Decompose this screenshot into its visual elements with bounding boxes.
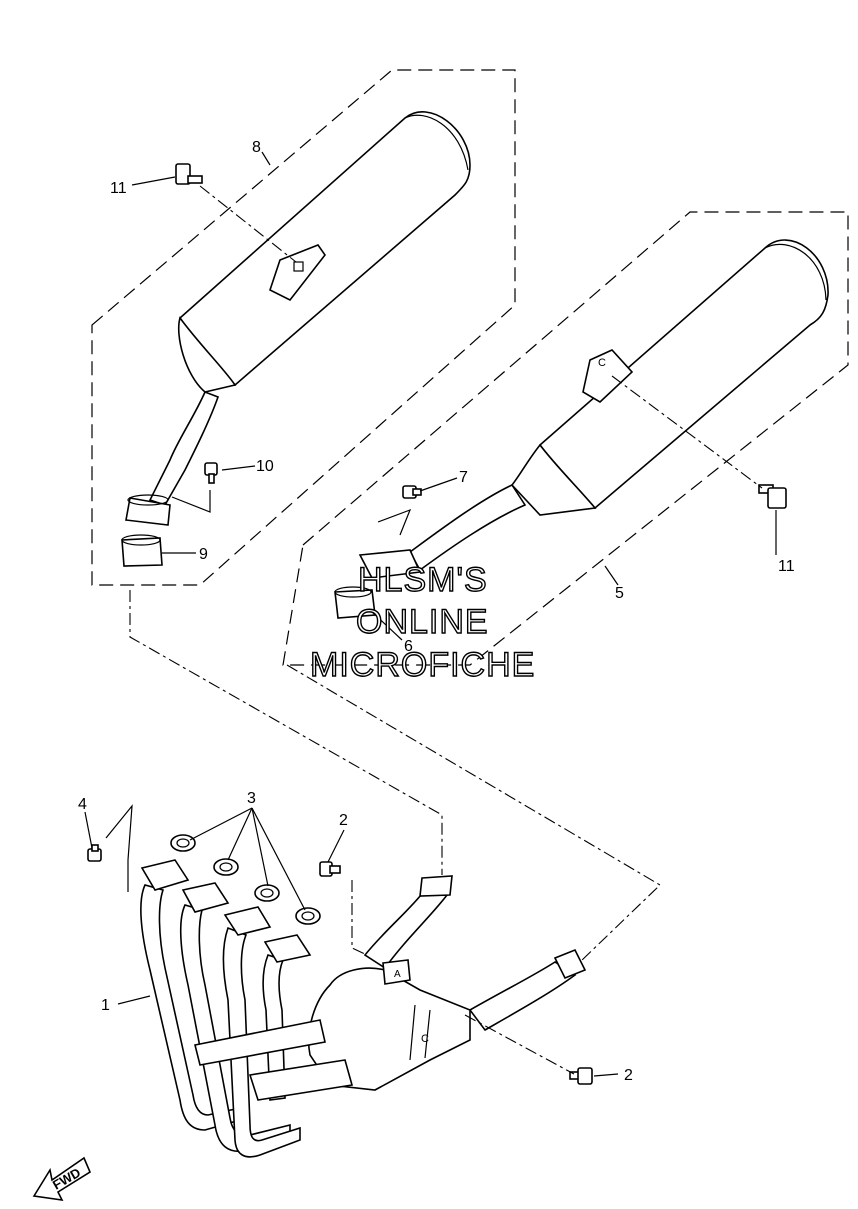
callout-5: 5: [615, 585, 624, 602]
bolt-11-right[interactable]: [758, 484, 787, 509]
callout-2-upper: 2: [339, 812, 348, 829]
watermark-line1: HLSM'S: [358, 561, 488, 599]
gaskets-3[interactable]: [170, 834, 321, 925]
watermark-line3: MICROFICHE: [310, 646, 535, 684]
assembly-boundary-8: [91, 69, 516, 586]
nut-10[interactable]: [204, 462, 218, 484]
bolt-2-lower[interactable]: [569, 1067, 593, 1085]
muffler-right-bracket: [582, 349, 634, 403]
part-letter-c1: C: [598, 357, 606, 369]
callout-11-left: 11: [110, 180, 127, 197]
callout-9: 9: [199, 546, 208, 563]
callout-4: 4: [78, 796, 87, 813]
callout-10: 10: [256, 458, 274, 475]
callout-2-lower: 2: [624, 1067, 633, 1084]
part-letter-a: A: [394, 969, 401, 980]
gasket-9[interactable]: [121, 534, 163, 567]
nut-4[interactable]: [87, 844, 102, 862]
leader-lines: [84, 151, 777, 1077]
muffler-left[interactable]: [125, 111, 471, 526]
callout-1: 1: [101, 997, 110, 1014]
fwd-arrow-icon: FWD: [32, 1156, 92, 1202]
callout-6: 6: [404, 638, 413, 655]
part-letter-c2: C: [421, 1033, 429, 1045]
bolt-11-left[interactable]: [175, 163, 203, 185]
bolt-2-upper[interactable]: [319, 861, 341, 877]
nut-7[interactable]: [402, 485, 422, 499]
watermark: HLSM'S ONLINE MICROFICHE: [309, 560, 535, 684]
callout-8: 8: [252, 139, 261, 156]
callout-7: 7: [459, 469, 468, 486]
callout-11-right: 11: [778, 558, 795, 575]
assembly-boundary-5: [282, 211, 849, 666]
exhaust-header-1[interactable]: C A: [140, 859, 587, 1158]
watermark-line2: ONLINE: [356, 603, 489, 641]
muffler-left-bracket: [269, 244, 326, 302]
muffler-right[interactable]: C: [358, 239, 829, 579]
callout-3: 3: [247, 790, 256, 807]
